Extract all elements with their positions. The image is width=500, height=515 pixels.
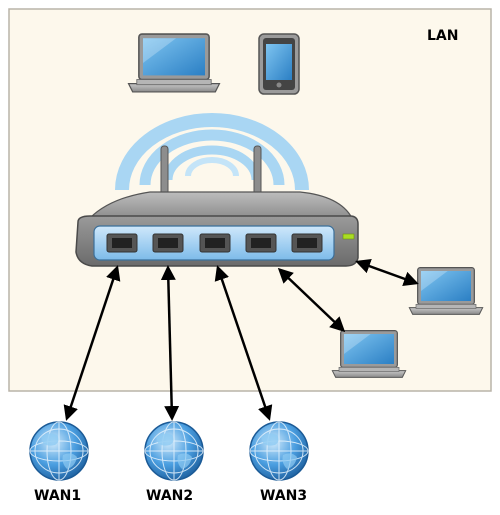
laptop-icon: [331, 330, 407, 378]
wifi-signal-icon: [115, 113, 309, 191]
connection-arrow: [160, 265, 180, 421]
ethernet-port-icon: [152, 233, 184, 253]
ethernet-port-icon: [291, 233, 323, 253]
wan2-label: WAN2: [146, 488, 194, 504]
status-led-icon: [342, 233, 355, 240]
laptop-icon: [127, 33, 221, 93]
globe-icon: [249, 421, 309, 481]
router-icon: [75, 145, 359, 267]
connection-arrow: [63, 265, 121, 421]
lan-label: LAN: [427, 28, 459, 44]
globe-icon: [144, 421, 204, 481]
ethernet-port-icon: [106, 233, 138, 253]
ethernet-port-icon: [199, 233, 231, 253]
connection-arrow: [214, 265, 273, 421]
laptop-icon: [408, 267, 484, 315]
wan3-label: WAN3: [260, 488, 308, 504]
wan1-label: WAN1: [34, 488, 82, 504]
smartphone-icon: [258, 33, 300, 95]
connection-arrow: [355, 259, 419, 286]
connection-arrow: [277, 267, 346, 333]
globe-icon: [29, 421, 89, 481]
ethernet-port-icon: [245, 233, 277, 253]
